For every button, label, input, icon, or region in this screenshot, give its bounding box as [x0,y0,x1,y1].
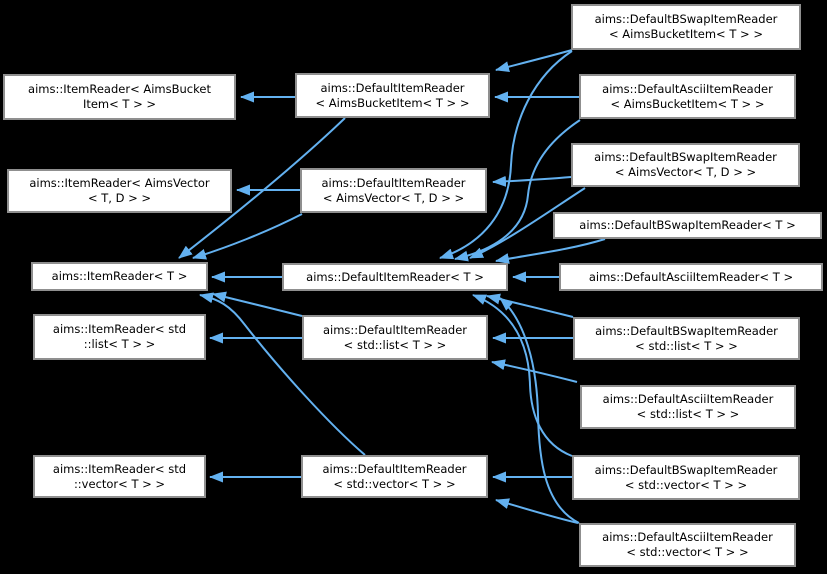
edge-defaultitemreader-stdvector-to-itemreader-t [199,292,366,456]
node-defaultbswapitemreader-aimsbucketitem[interactable]: aims::DefaultBSwapItemReader < AimsBucke… [571,4,801,50]
node-itemreader-t[interactable]: aims::ItemReader< T > [31,262,208,291]
edge-defaultbswapitemreader-aimsvector-to-defaultitemreader-t [469,187,586,259]
edge-defaultbswapitemreader-t-to-defaultitemreader-t [495,238,606,264]
node-defaultbswapitemreader-aimsvector[interactable]: aims::DefaultBSwapItemReader < AimsVecto… [571,143,800,187]
node-defaultitemreader-stdlist[interactable]: aims::DefaultItemReader < std::list< T >… [302,315,488,360]
edge-defaultitemreader-aimsvector-to-itemreader-t [192,213,303,260]
node-defaultasciiitemreader-stdvector[interactable]: aims::DefaultAsciiItemReader < std::vect… [579,523,796,567]
node-itemreader-aimsbucketitem[interactable]: aims::ItemReader< AimsBucket Item< T > > [3,74,236,120]
edge-defaultitemreader-stdlist-to-itemreader-t [212,291,303,317]
node-defaultbswapitemreader-stdvector[interactable]: aims::DefaultBSwapItemReader < std::vect… [572,455,800,500]
node-itemreader-stdlist[interactable]: aims::ItemReader< std ::list< T > > [33,314,206,360]
node-defaultasciiitemreader-t[interactable]: aims::DefaultAsciiItemReader< T > [559,263,823,291]
node-defaultitemreader-stdvector[interactable]: aims::DefaultItemReader < std::vector< T… [301,455,488,498]
edge-defaultbswapitemreader-stdvector-to-defaultitemreader-t [472,294,573,457]
edge-defaultitemreader-aimsbucketitem-to-itemreader-t [178,117,346,259]
node-defaultitemreader-t[interactable]: aims::DefaultItemReader< T > [282,263,508,291]
edge-defaultasciiitemreader-stdvector-to-defaultitemreader-stdvector [495,498,579,524]
node-defaultbswapitemreader-stdlist[interactable]: aims::DefaultBSwapItemReader < std::list… [573,317,800,360]
node-defaultitemreader-aimsbucketitem[interactable]: aims::DefaultItemReader < AimsBucketItem… [295,73,490,118]
node-defaultbswapitemreader-t[interactable]: aims::DefaultBSwapItemReader< T > [553,212,822,239]
node-defaultasciiitemreader-stdlist[interactable]: aims::DefaultAsciiItemReader < std::list… [580,385,796,429]
edge-defaultbswapitemreader-aimsbucketitem-to-defaultitemreader-t [439,50,573,260]
edge-defaultasciiitemreader-stdvector-to-defaultitemreader-t [499,297,580,524]
edge-defaultasciiitemreader-aimsbucketitem-to-defaultitemreader-t [454,119,581,262]
edge-defaultbswapitemreader-aimsbucketitem-to-defaultitemreader-aimsbucketitem [495,49,573,73]
node-defaultasciiitemreader-aimsbucketitem[interactable]: aims::DefaultAsciiItemReader < AimsBucke… [579,74,796,119]
edge-defaultbswapitemreader-stdlist-to-defaultitemreader-t [486,293,574,318]
node-itemreader-stdvector[interactable]: aims::ItemReader< std ::vector< T > > [33,455,206,498]
node-itemreader-aimsvector[interactable]: aims::ItemReader< AimsVector < T, D > > [7,169,232,213]
node-defaultitemreader-aimsvector[interactable]: aims::DefaultItemReader < AimsVector< T,… [300,168,487,213]
